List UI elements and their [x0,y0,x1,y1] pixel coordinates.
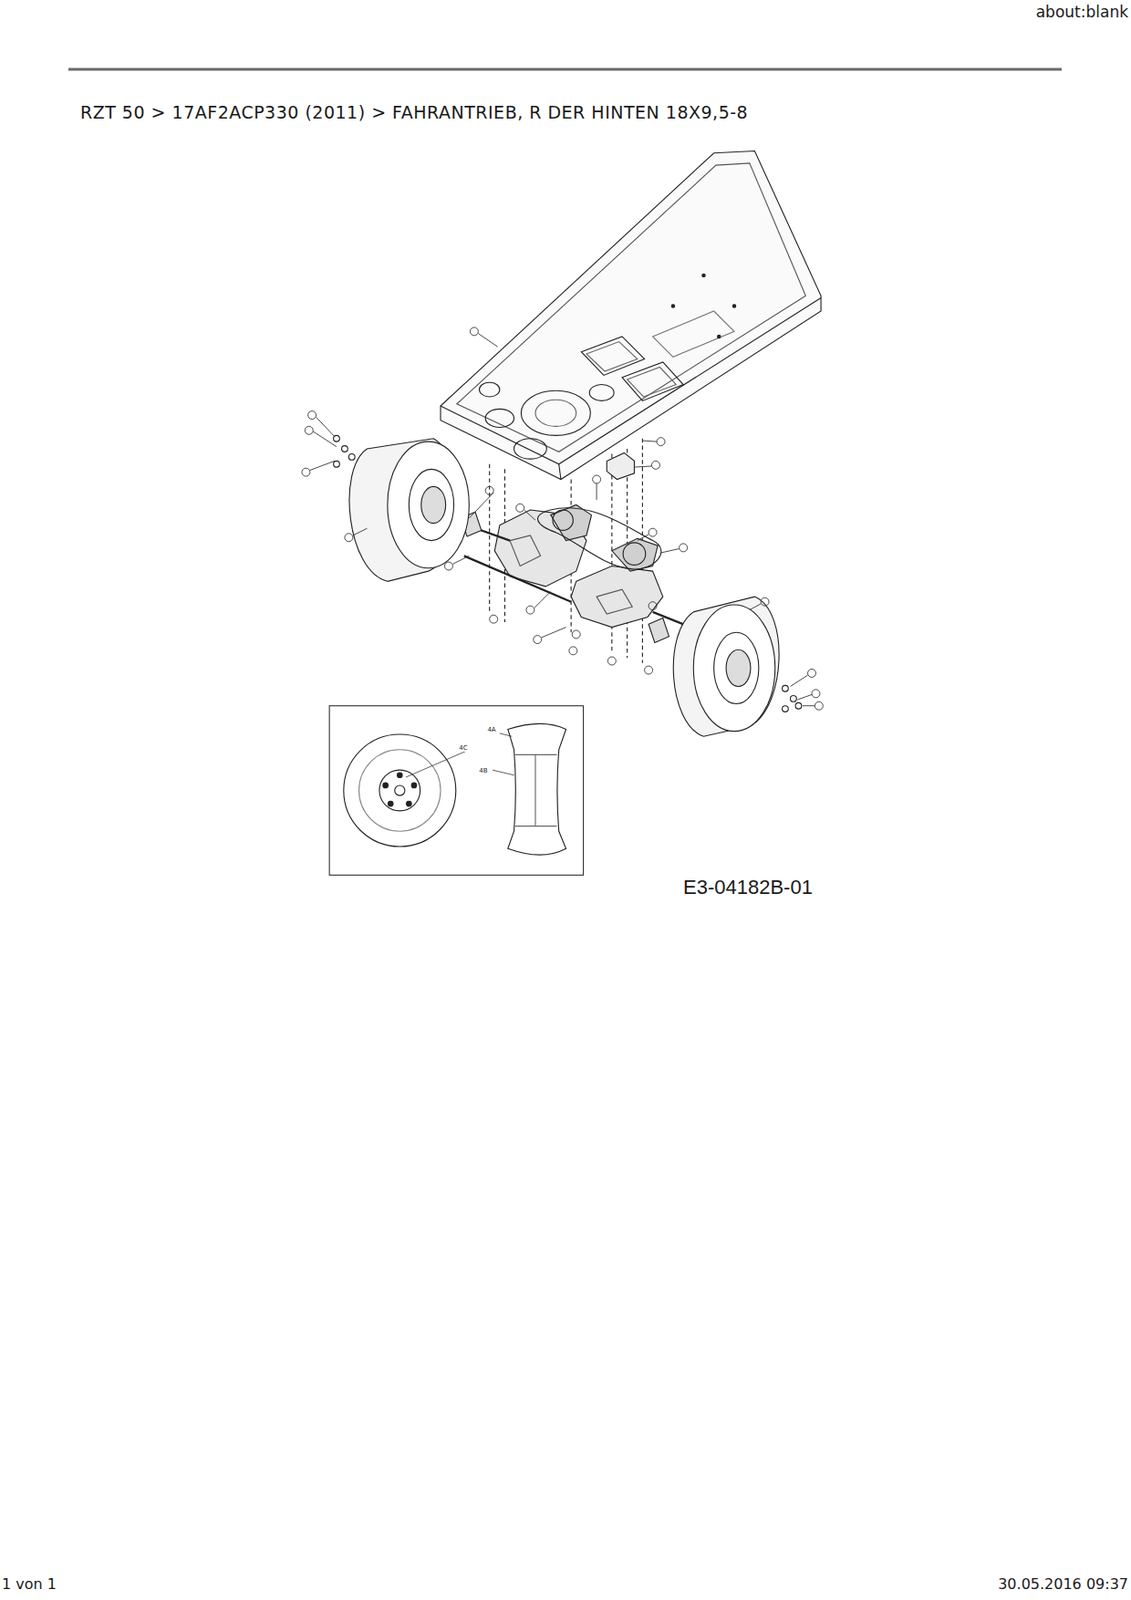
breadcrumb-title: RZT 50 > 17AF2ACP330 (2011) > FAHRANTRIE… [80,103,748,124]
print-date: 30.05.2016 09:37 [997,1576,1129,1593]
callout-number: 4C [458,744,467,752]
callout-number: 4B [478,767,488,775]
drawing-number: E3-04182B-01 [683,875,813,899]
callout-number: 4A [487,726,496,734]
header-rule [68,68,1062,72]
drivetrain-drawing [301,150,823,875]
page-count: 1 von 1 [1,1576,57,1593]
browser-url: about:blank [1036,3,1129,22]
